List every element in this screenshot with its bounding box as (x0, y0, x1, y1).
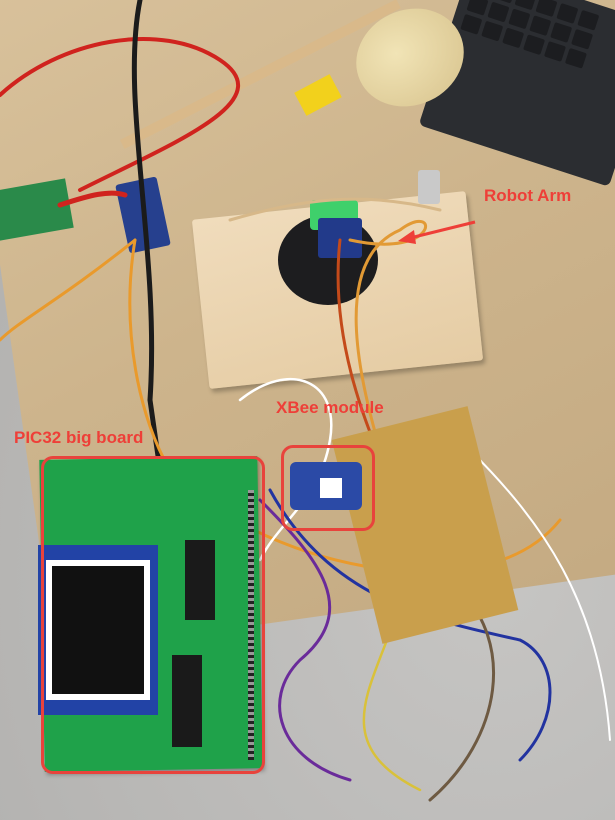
header-pins (248, 490, 254, 760)
xbee-chip-label (320, 478, 342, 498)
bolt (418, 170, 440, 204)
tft-display-screen (52, 566, 144, 694)
pic32-chip (185, 540, 215, 620)
xbee-highlight-box (281, 445, 375, 531)
xbee-label: XBee module (276, 398, 384, 417)
pic32-highlight-box (41, 456, 265, 774)
robot-arm-label: Robot Arm (484, 186, 572, 205)
ic-socket (172, 655, 202, 747)
pic32-label: PIC32 big board (14, 428, 144, 447)
